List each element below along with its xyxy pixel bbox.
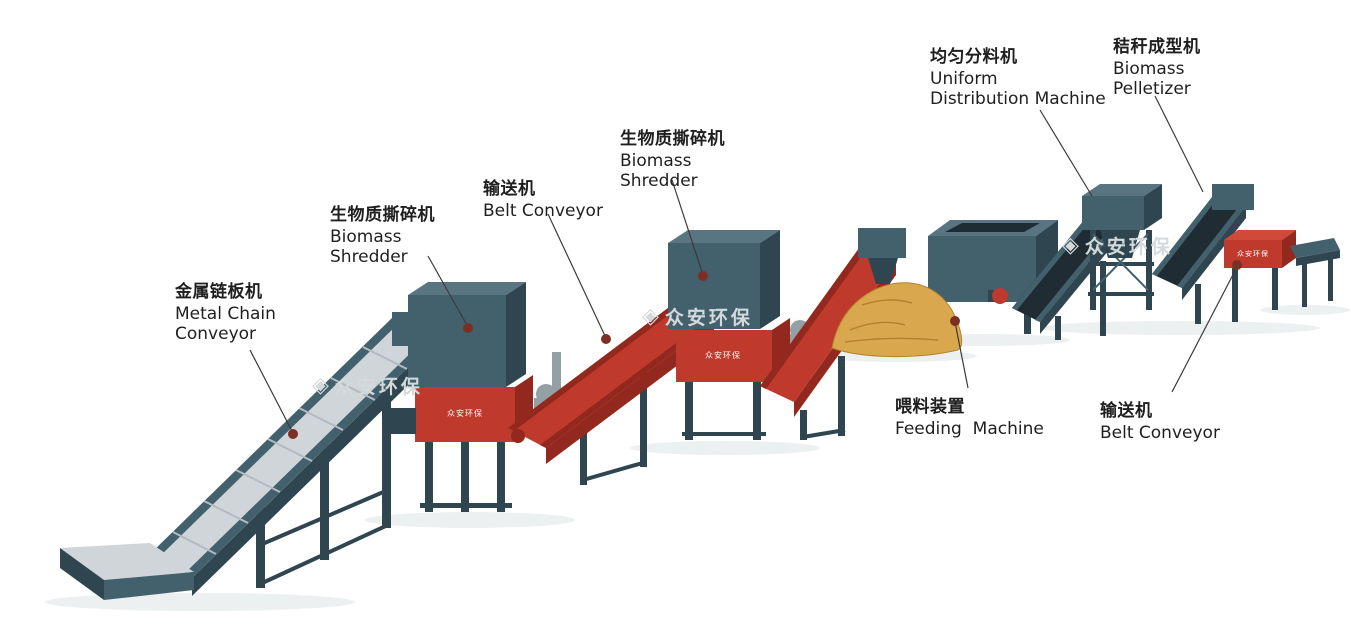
label-feeding-machine: 喂料装置 Feeding Machine [895,392,1044,439]
brand-logo-icon: ◈ [312,373,329,398]
label-belt-conveyor-2: 输送机 Belt Conveyor [1100,396,1220,443]
label-biomass-shredder-2: 生物质撕碎机 Biomass Shredder [620,124,725,191]
watermark-text: 众安环保 [664,307,753,329]
label-biomass-shredder-1: 生物质撕碎机 Biomass Shredder [330,200,435,267]
brand-logo-icon: ◈ [1062,233,1079,258]
label-uniform-distribution-machine: 均匀分料机 Uniform Distribution Machine [930,42,1106,109]
machine-brand-plate: 众安环保 [447,409,483,418]
watermark: ◈ 众安环保 [312,372,423,399]
brand-logo-icon: ◈ [642,304,659,329]
discharge-conveyor [1290,238,1340,307]
watermark-text: 众安环保 [1084,236,1173,258]
biomass-pelletizer [1224,230,1296,310]
label-en: Biomass Shredder [330,227,408,268]
label-en: Biomass Pelletizer [1113,59,1191,100]
label-zh: 喂料装置 [895,397,965,417]
label-zh: 金属链板机 [175,282,263,302]
label-en: Belt Conveyor [483,201,603,221]
label-en: Metal Chain Conveyor [175,304,276,345]
label-zh: 生物质撕碎机 [330,205,435,225]
label-biomass-pelletizer: 秸秆成型机 Biomass Pelletizer [1113,32,1201,99]
label-en: Biomass Shredder [620,151,698,192]
watermark: ◈ 众安环保 [1062,232,1173,259]
metal-chain-conveyor [60,312,444,600]
label-zh: 秸秆成型机 [1113,37,1201,57]
label-zh: 输送机 [1100,401,1153,421]
label-zh: 生物质撕碎机 [620,129,725,149]
label-metal-chain-conveyor: 金属链板机 Metal Chain Conveyor [175,277,276,344]
belt-conveyor-3 [1012,208,1122,340]
biomass-shredder-2 [668,230,810,440]
machine-brand-plate: 众安环保 [1237,250,1269,258]
watermark: ◈ 众安环保 [642,303,753,330]
belt-conveyor-4 [1152,184,1254,324]
belt-conveyor-1 [508,302,714,485]
label-zh: 均匀分料机 [930,47,1018,67]
label-en: Uniform Distribution Machine [930,69,1106,110]
label-en: Belt Conveyor [1100,423,1220,443]
watermark-text: 众安环保 [334,376,423,398]
uniform-distribution-machine [1082,184,1162,310]
feeding-machine [928,220,1058,334]
label-belt-conveyor-1: 输送机 Belt Conveyor [483,174,603,221]
machine-brand-plate: 众安环保 [705,351,741,360]
label-zh: 输送机 [483,179,536,199]
label-en: Feeding Machine [895,419,1044,439]
